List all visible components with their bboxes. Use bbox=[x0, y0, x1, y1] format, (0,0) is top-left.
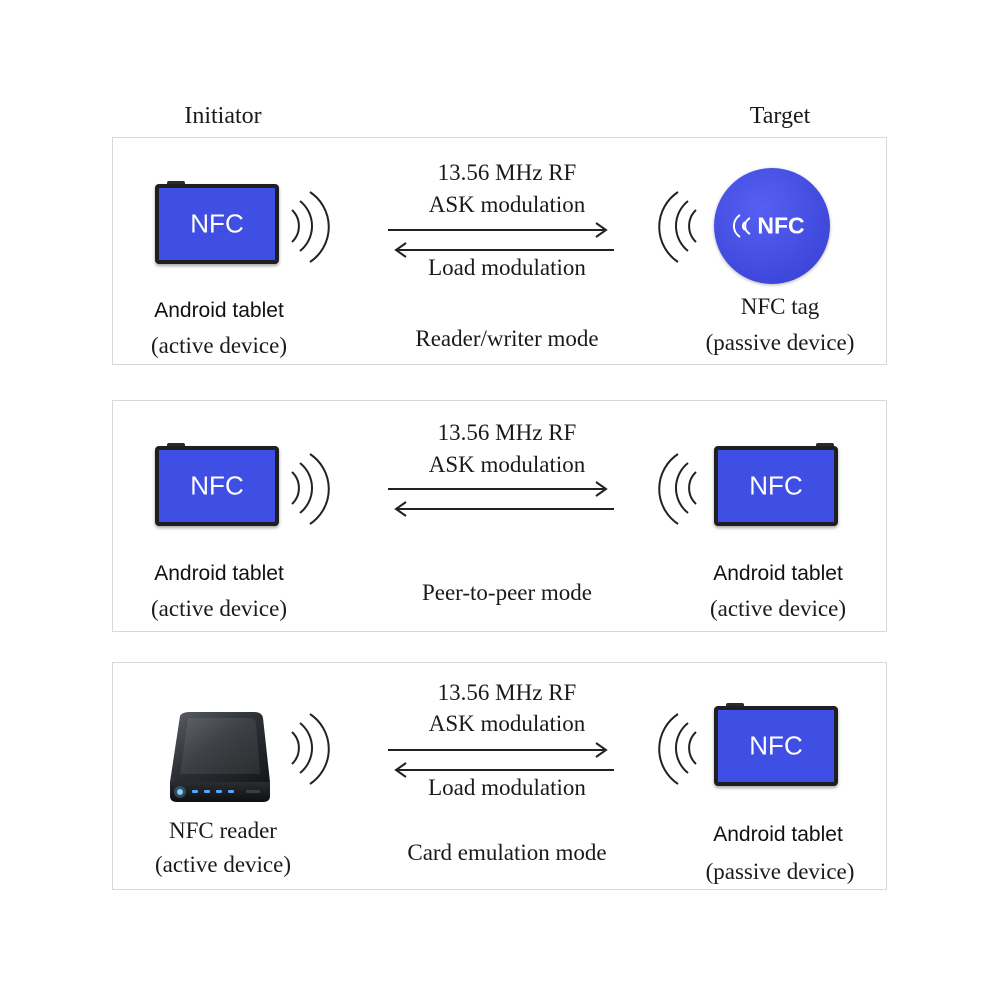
mode-label: Reader/writer mode bbox=[415, 326, 599, 351]
arrow-left-icon bbox=[394, 762, 614, 778]
right-device-role: (active device) bbox=[710, 596, 846, 621]
signal-frequency-label: 13.56 MHz RF bbox=[437, 160, 577, 185]
signal-arrows bbox=[388, 742, 614, 778]
tablet-screen-label: NFC bbox=[749, 730, 803, 761]
left-device-name: NFC reader bbox=[169, 818, 277, 843]
right-device-name: Android tablet bbox=[713, 562, 843, 585]
radio-waves-icon bbox=[658, 191, 697, 263]
tablet-screen-label: NFC bbox=[749, 470, 803, 501]
signal-arrows bbox=[388, 222, 614, 258]
nfc-reader-icon bbox=[170, 712, 270, 802]
radio-waves-icon bbox=[291, 713, 330, 785]
signal-modulation-label: ASK modulation bbox=[428, 711, 586, 736]
tablet-screen-label: NFC bbox=[190, 208, 244, 239]
tag-label: NFC bbox=[757, 212, 805, 239]
radio-waves-icon bbox=[291, 453, 330, 525]
tablet-icon: NFC bbox=[155, 443, 279, 526]
right-device-role: (passive device) bbox=[705, 859, 855, 884]
signal-frequency-label: 13.56 MHz RF bbox=[437, 420, 577, 445]
radio-waves-icon bbox=[658, 713, 697, 785]
tablet-screen-label: NFC bbox=[190, 470, 244, 501]
arrow-right-icon bbox=[388, 742, 608, 758]
right-device-name: NFC tag bbox=[740, 294, 820, 319]
tablet-icon: NFC bbox=[714, 703, 838, 786]
mode-label: Peer-to-peer mode bbox=[421, 580, 593, 605]
arrow-left-icon bbox=[394, 501, 614, 517]
signal-frequency-label: 13.56 MHz RF bbox=[437, 680, 577, 705]
load-modulation-label: Load modulation bbox=[428, 255, 586, 280]
left-device-role: (active device) bbox=[151, 596, 287, 621]
initiator-header: Initiator bbox=[184, 103, 262, 129]
left-device-role: (active device) bbox=[151, 333, 287, 358]
arrow-right-icon bbox=[388, 481, 608, 497]
target-header: Target bbox=[749, 103, 811, 129]
radio-waves-icon bbox=[291, 191, 330, 263]
arrow-right-icon bbox=[388, 222, 608, 238]
right-device-name: Android tablet bbox=[713, 823, 843, 846]
left-device-name: Android tablet bbox=[154, 562, 284, 585]
left-device-name: Android tablet bbox=[154, 299, 284, 322]
nfc-tag-icon: NFC bbox=[714, 168, 830, 284]
nfc-signal-icon bbox=[733, 214, 751, 238]
tablet-icon: NFC bbox=[155, 181, 279, 264]
left-device-role: (active device) bbox=[155, 852, 291, 877]
signal-modulation-label: ASK modulation bbox=[428, 452, 586, 477]
signal-modulation-label: ASK modulation bbox=[428, 192, 586, 217]
mode-label: Card emulation mode bbox=[407, 840, 607, 865]
arrow-left-icon bbox=[394, 242, 614, 258]
load-modulation-label: Load modulation bbox=[428, 775, 586, 800]
right-device-role: (passive device) bbox=[705, 330, 855, 355]
tablet-icon: NFC bbox=[714, 443, 838, 526]
radio-waves-icon bbox=[658, 453, 697, 525]
signal-arrows bbox=[388, 481, 614, 517]
